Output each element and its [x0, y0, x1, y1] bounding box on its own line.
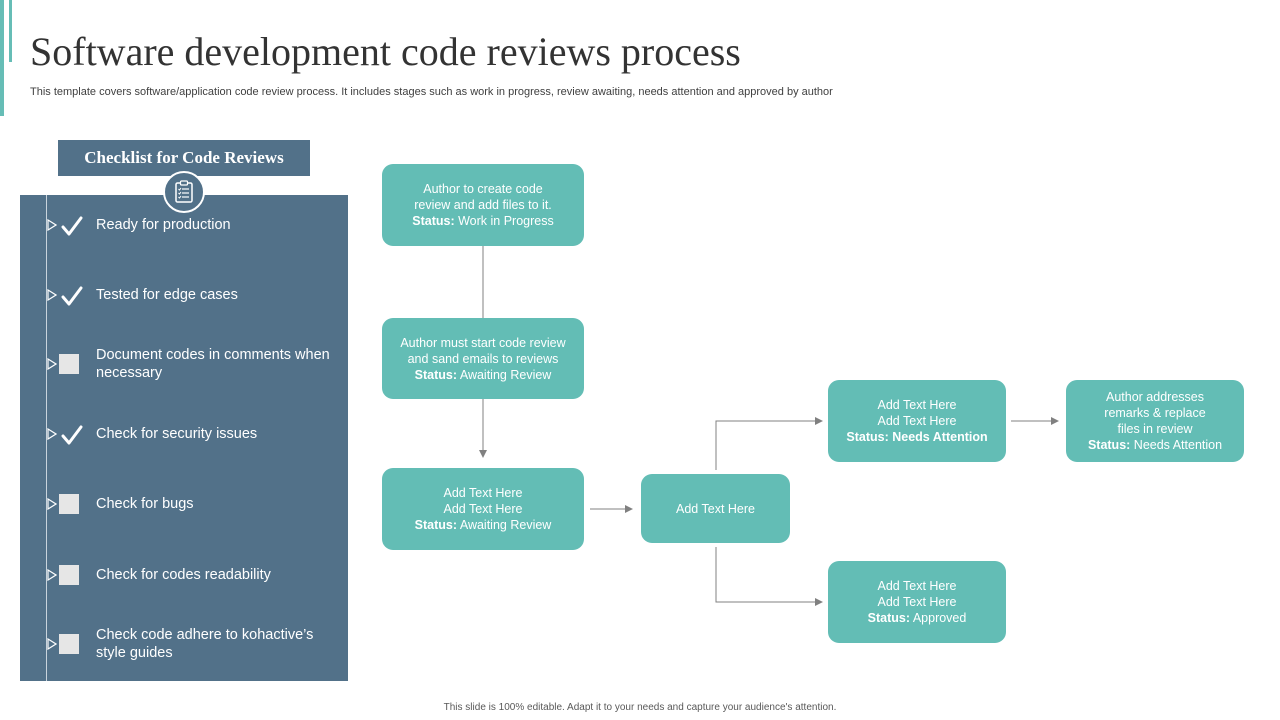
panel-divider-line — [46, 195, 47, 681]
flow-node-awaiting-review: Add Text Here Add Text Here Status: Awai… — [382, 468, 584, 550]
node-text: Author addresses — [1106, 390, 1204, 404]
page-subtitle: This template covers software/applicatio… — [30, 86, 833, 98]
node-text: Add Text Here — [877, 595, 957, 609]
triangle-marker-icon — [47, 358, 57, 370]
node-text: and sand emails to reviews — [407, 351, 559, 366]
checklist-item: Check for bugs — [20, 492, 348, 516]
checklist-item: Check for security issues — [20, 422, 348, 446]
node-text: remarks & replace — [1104, 406, 1206, 420]
status-value: Needs Attention — [892, 430, 988, 444]
node-text: Add Text Here — [877, 579, 957, 593]
node-text: Author to create code — [423, 182, 543, 196]
checklist-title: Checklist for Code Reviews — [58, 140, 310, 176]
checklist-item: Tested for edge cases — [20, 283, 348, 307]
checkmark-icon[interactable] — [60, 285, 84, 307]
flow-node-author-addresses: Author addresses remarks & replace files… — [1066, 380, 1244, 462]
node-text: Add Text Here — [877, 414, 957, 428]
flow-node-approved: Add Text Here Add Text Here Status: Appr… — [828, 561, 1006, 643]
accent-bar — [0, 0, 4, 116]
status-value: Awaiting Review — [459, 367, 552, 382]
checklist-item-label: Tested for edge cases — [96, 287, 238, 303]
clipboard-checklist-icon — [163, 171, 205, 213]
checkbox-unchecked[interactable] — [59, 494, 79, 514]
checkmark-icon[interactable] — [60, 215, 84, 237]
triangle-marker-icon — [47, 219, 57, 231]
checkbox-unchecked[interactable] — [59, 634, 79, 654]
checklist-item-label: Check code adhere to kohactive’s style g… — [96, 627, 314, 661]
footer-note: This slide is 100% editable. Adapt it to… — [443, 702, 837, 713]
connector-n4-n7 — [715, 547, 823, 606]
flow-node-decision: Add Text Here — [641, 474, 790, 543]
node-text: Add Text Here — [877, 398, 957, 412]
checklist-panel: Ready for production Tested for edge cas… — [20, 195, 348, 681]
accent-bar-thin — [9, 0, 12, 62]
checkbox-unchecked[interactable] — [59, 565, 79, 585]
flow-node-start-review: Author must start code review and sand e… — [382, 318, 584, 399]
checklist-item: Check code adhere to kohactive’s style g… — [20, 625, 348, 665]
status-label: Status: — [1087, 438, 1131, 452]
checklist-item-label: Document codes in comments when necessar… — [96, 347, 330, 381]
status-label: Status: — [846, 430, 889, 444]
checklist-item-label: Check for security issues — [96, 426, 258, 442]
status-value: Work in Progress — [458, 214, 554, 228]
node-text: review and add files to it. — [414, 198, 552, 212]
node-text: Add Text Here — [443, 502, 523, 516]
node-text: Author must start code review — [400, 335, 566, 350]
status-value: Needs Attention — [1133, 438, 1223, 452]
triangle-marker-icon — [47, 428, 57, 440]
checklist-item-label: Ready for production — [96, 217, 231, 233]
node-text: files in review — [1117, 422, 1193, 436]
checklist-item: Ready for production — [20, 213, 348, 237]
status-label: Status: — [414, 367, 458, 382]
triangle-marker-icon — [47, 569, 57, 581]
status-label: Status: — [414, 518, 458, 532]
checklist-item: Document codes in comments when necessar… — [20, 345, 348, 385]
triangle-marker-icon — [47, 289, 57, 301]
checklist-item-label: Check for codes readability — [96, 567, 271, 583]
triangle-marker-icon — [47, 498, 57, 510]
node-text: Add Text Here — [443, 486, 523, 500]
status-label: Status: — [412, 214, 455, 228]
status-value: Awaiting Review — [459, 518, 552, 532]
flow-node-create-review: Author to create code review and add fil… — [382, 164, 584, 246]
checkmark-icon[interactable] — [60, 424, 84, 446]
status-value: Approved — [912, 611, 967, 625]
triangle-marker-icon — [47, 638, 57, 650]
flow-node-needs-attention: Add Text Here Add Text Here Status: Need… — [828, 380, 1006, 462]
node-text: Add Text Here — [676, 501, 755, 516]
status-label: Status: — [867, 611, 911, 625]
checklist-item-label: Check for bugs — [96, 496, 194, 512]
checkbox-unchecked[interactable] — [59, 354, 79, 374]
checklist-item: Check for codes readability — [20, 563, 348, 587]
connector-n4-n5 — [715, 417, 823, 470]
page-title: Software development code reviews proces… — [30, 29, 741, 74]
